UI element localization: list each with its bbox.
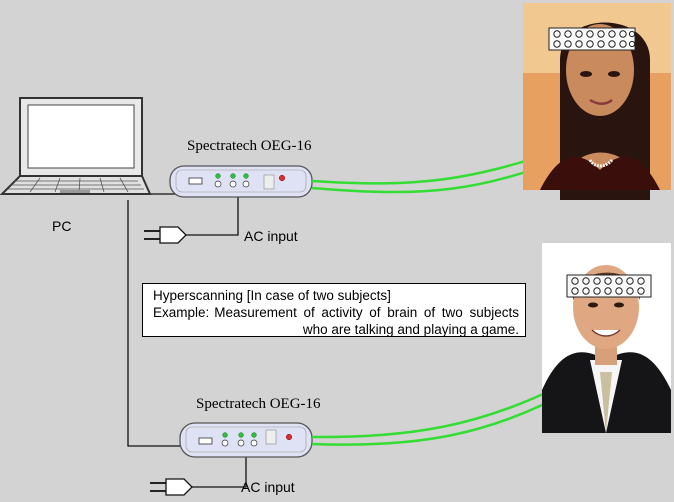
note-example-lead: Example: xyxy=(153,305,210,320)
ac-input-bottom-label: AC input xyxy=(241,479,295,495)
pc-label: PC xyxy=(52,218,72,234)
ac-input-top-label: AC input xyxy=(244,228,298,244)
device-top-label: Spectratech OEG-16 xyxy=(187,138,312,154)
note-example-text: Measurement of activity of brain of two … xyxy=(214,305,519,337)
device-bottom-label: Spectratech OEG-16 xyxy=(196,396,321,412)
laptop-icon xyxy=(0,97,152,195)
hyperscanning-note-box: Hyperscanning [In case of two subjects] … xyxy=(142,283,526,337)
subject-photo-man xyxy=(542,243,671,433)
note-title: Hyperscanning [In case of two subjects] xyxy=(153,288,391,303)
subject-photo-woman xyxy=(523,3,671,200)
plug-icon-top xyxy=(144,226,187,244)
plug-icon-bottom xyxy=(150,478,193,496)
note-example: Example: Measurement of activity of brai… xyxy=(153,304,519,338)
device-bottom-unit xyxy=(179,422,313,458)
device-top-unit xyxy=(169,165,313,198)
